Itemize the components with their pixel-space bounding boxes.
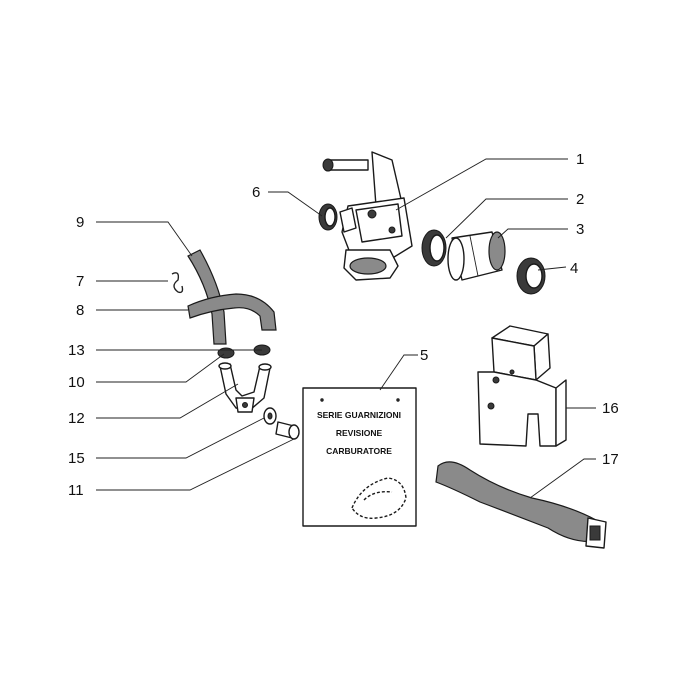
callout-5: 5 — [420, 347, 428, 364]
gasket-kit-packet — [302, 387, 417, 527]
callout-3: 3 — [576, 221, 584, 238]
callout-2: 2 — [576, 191, 584, 208]
washer-15 — [263, 407, 277, 425]
clamp-4 — [516, 257, 546, 295]
leader-lines — [96, 158, 596, 499]
carburettor — [322, 151, 413, 281]
clip-7 — [171, 272, 184, 294]
screw-11 — [275, 421, 300, 440]
callout-16: 16 — [602, 400, 619, 417]
bracket-16 — [477, 325, 567, 447]
callout-9: 9 — [76, 214, 84, 231]
ring-13 — [217, 344, 271, 359]
hose-8 — [187, 293, 277, 331]
kit-label-line3: CARBURATORE — [326, 446, 392, 456]
kit-label-line1: SERIE GUARNIZIONI — [317, 410, 401, 420]
callout-11: 11 — [68, 482, 84, 499]
y-fitting-12 — [218, 362, 272, 413]
callout-4: 4 — [570, 260, 578, 277]
callout-1: 1 — [576, 151, 584, 168]
callout-10: 10 — [68, 374, 85, 391]
gasket-ring-6 — [318, 203, 338, 231]
callout-13: 13 — [68, 342, 85, 359]
callout-6: 6 — [252, 184, 260, 201]
hose-9 — [187, 249, 227, 345]
callout-7: 7 — [76, 273, 84, 290]
callout-12: 12 — [68, 410, 85, 427]
sleeve-3 — [447, 231, 506, 281]
ring-2 — [421, 229, 447, 267]
callout-15: 15 — [68, 450, 85, 467]
callout-8: 8 — [76, 302, 84, 319]
kit-label-line2: REVISIONE — [336, 428, 383, 438]
intake-tube-17 — [435, 461, 607, 549]
callout-17: 17 — [602, 451, 619, 468]
